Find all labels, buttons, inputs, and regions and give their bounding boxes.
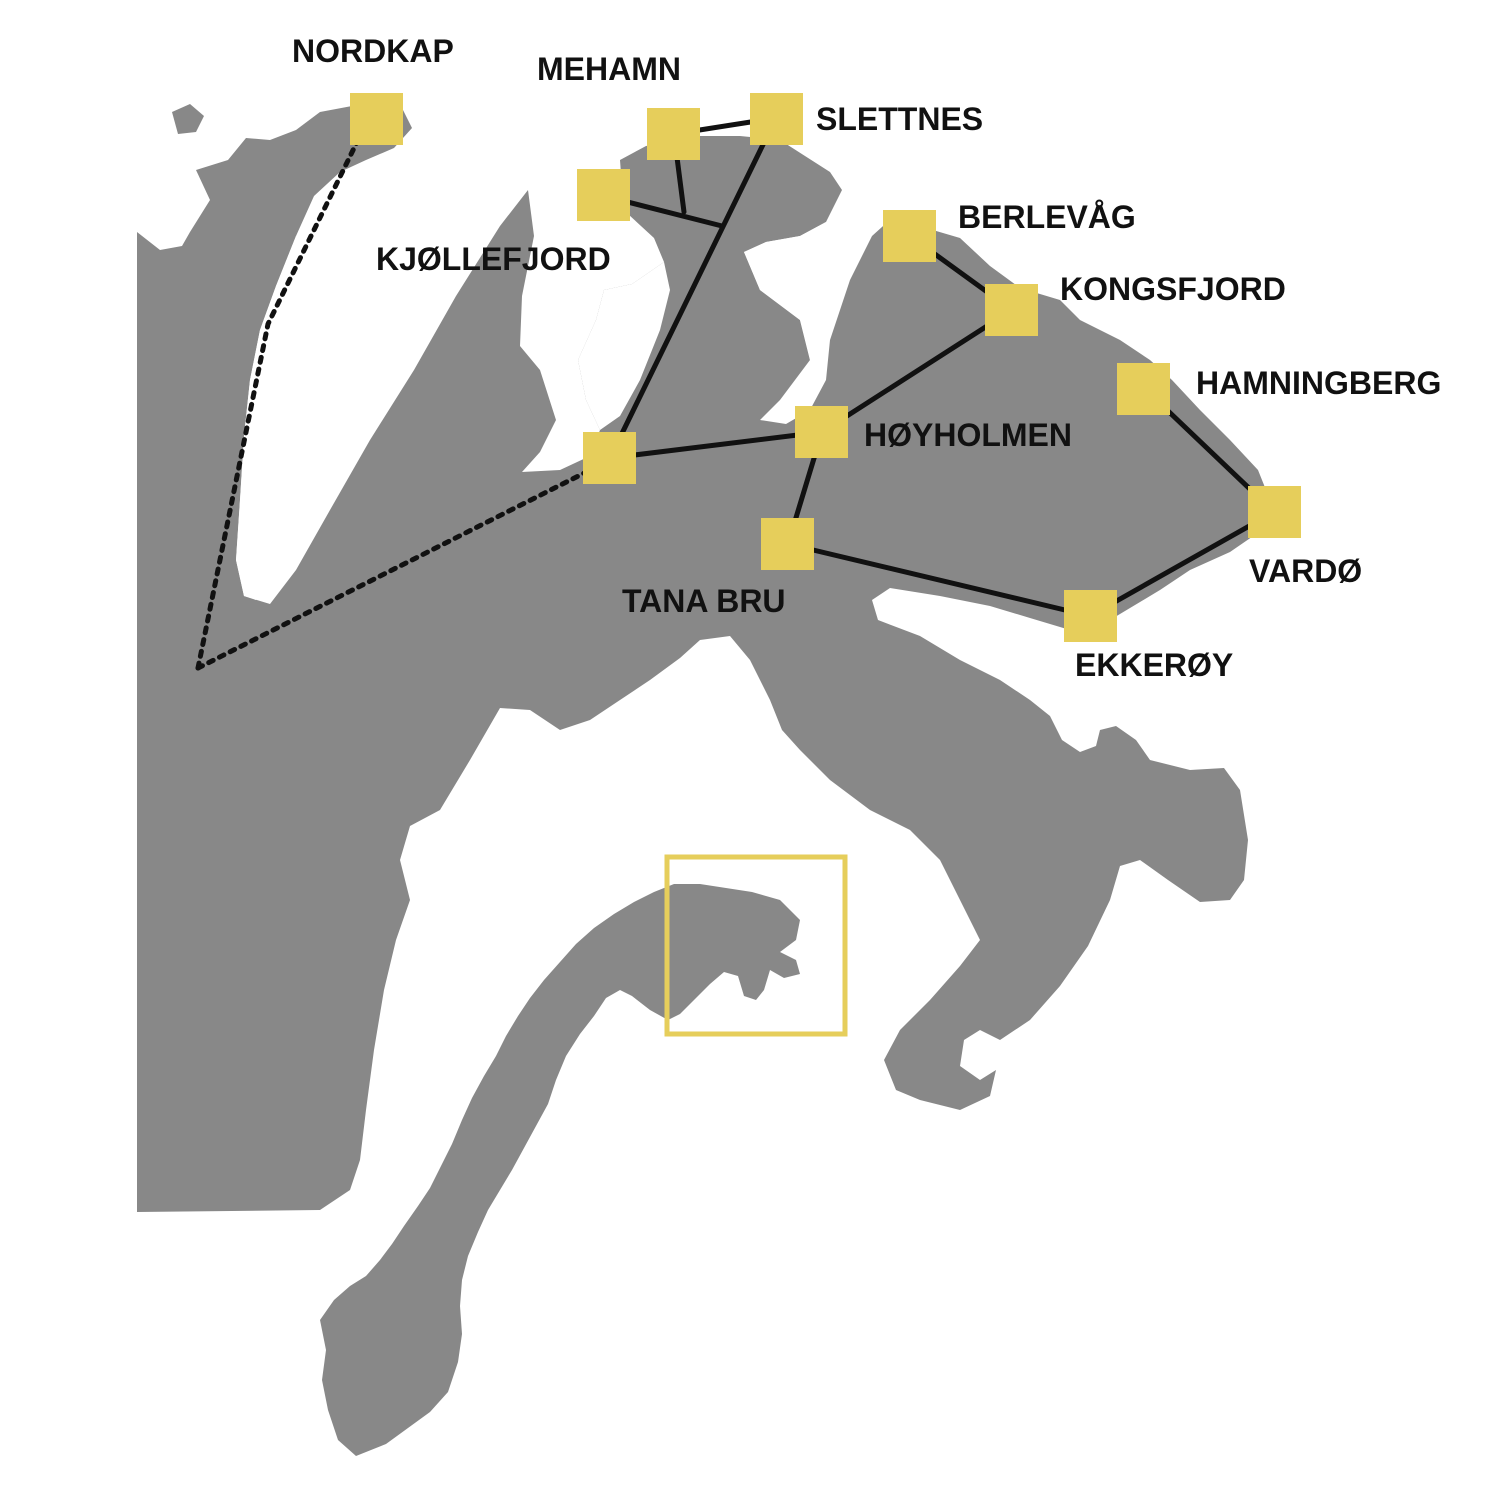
- marker-hoyholmen[interactable]: [795, 406, 848, 458]
- route-hoyholmen-kongsfjord: [819, 307, 1015, 435]
- marker-berlevag[interactable]: [883, 210, 936, 262]
- label-hamningberg: HAMNINGBERG: [1196, 365, 1441, 401]
- marker-kongsfjord[interactable]: [985, 284, 1038, 336]
- land-layer: [137, 100, 1270, 1212]
- marker-south-junction[interactable]: [761, 518, 814, 570]
- route-dotted-tana: [195, 457, 613, 671]
- marker-ekkeroy[interactable]: [1064, 590, 1117, 642]
- label-kjollefjord: KJØLLEFJORD: [376, 241, 611, 277]
- marker-kjollefjord[interactable]: [577, 169, 630, 221]
- norway-silhouette: [320, 884, 800, 1456]
- marker-vardo[interactable]: [1248, 486, 1301, 538]
- fjord-laksefjord: [578, 262, 670, 430]
- marker-nordkap[interactable]: [350, 93, 403, 145]
- mainland-landmass: [137, 100, 1270, 1212]
- label-ekkeroy: EKKERØY: [1075, 647, 1233, 683]
- label-berlevag: BERLEVÅG: [958, 199, 1136, 235]
- inset-frame: [664, 854, 848, 1037]
- label-nordkap: NORDKAP: [292, 33, 454, 69]
- route-dotted-nordkap: [195, 137, 361, 671]
- fjord-porsanger: [236, 236, 332, 600]
- route-ekkeroy-vardo: [1087, 509, 1277, 619]
- label-hoyholmen: HØYHOLMEN: [864, 417, 1072, 453]
- label-vardo: VARDØ: [1249, 553, 1362, 589]
- markers-layer: [350, 93, 1301, 642]
- label-slettnes: SLETTNES: [816, 101, 983, 137]
- marker-hamningberg[interactable]: [1117, 363, 1170, 415]
- label-kongsfjord: KONGSFJORD: [1060, 271, 1286, 307]
- inset-norway: [320, 854, 848, 1456]
- fjord-tanafjord: [744, 222, 830, 360]
- label-tana-bru: TANA BRU: [622, 583, 786, 619]
- marker-tana-bru[interactable]: [583, 432, 636, 484]
- labels-layer: NORDKAP MEHAMN SLETTNES KJØLLEFJORD BERL…: [292, 33, 1441, 683]
- route-south-ekkeroy: [785, 541, 1093, 619]
- marker-slettnes[interactable]: [750, 93, 803, 145]
- label-mehamn: MEHAMN: [537, 51, 681, 87]
- route-slettnes-tana: [607, 115, 779, 461]
- route-tana-hoyholmen: [607, 429, 825, 461]
- island-west: [172, 104, 204, 134]
- marker-mehamn[interactable]: [647, 108, 700, 160]
